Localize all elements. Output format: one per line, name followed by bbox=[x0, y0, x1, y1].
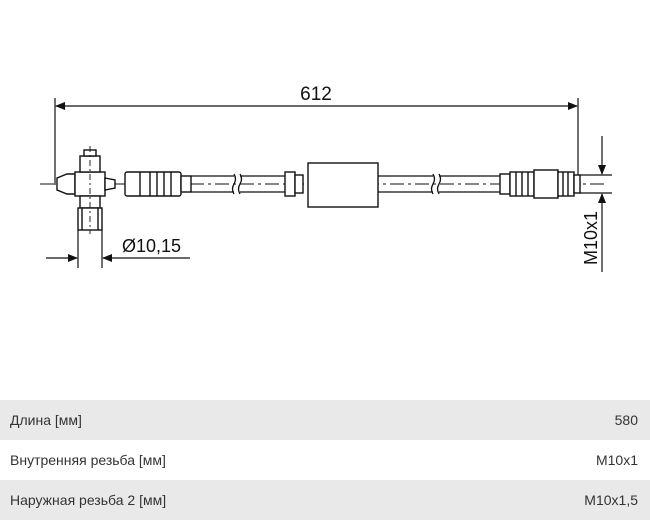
length-dimension bbox=[54, 98, 579, 185]
spec-label: Длина [мм] bbox=[10, 412, 82, 428]
spec-value: M10x1 bbox=[595, 452, 638, 468]
middle-sleeve bbox=[284, 162, 379, 208]
brake-hose-technical-drawing: 612 bbox=[40, 84, 612, 272]
right-crimp-fitting bbox=[499, 169, 581, 199]
thread-dimension bbox=[580, 136, 612, 272]
diameter-label: Ø10,15 bbox=[122, 236, 181, 256]
spec-label: Наружная резьба 2 [мм] bbox=[10, 492, 167, 508]
spec-value: M10x1,5 bbox=[584, 492, 638, 508]
length-dimension-label: 612 bbox=[300, 84, 332, 105]
spec-value: 580 bbox=[614, 412, 638, 428]
spec-row-external-thread: Наружная резьба 2 [мм] M10x1,5 bbox=[0, 480, 650, 520]
hose-body bbox=[191, 173, 500, 195]
spec-label: Внутренняя резьба [мм] bbox=[10, 452, 166, 468]
spec-row-internal-thread: Внутренняя резьба [мм] M10x1 bbox=[0, 440, 650, 480]
thread-label: M10x1 bbox=[581, 211, 601, 265]
spec-row-length: Длина [мм] 580 bbox=[0, 400, 650, 440]
left-banjo-fitting bbox=[56, 149, 116, 231]
diameter-dimension bbox=[46, 230, 190, 268]
left-crimp-fitting bbox=[124, 171, 192, 197]
spec-table: Длина [мм] 580 Внутренняя резьба [мм] M1… bbox=[0, 400, 650, 520]
